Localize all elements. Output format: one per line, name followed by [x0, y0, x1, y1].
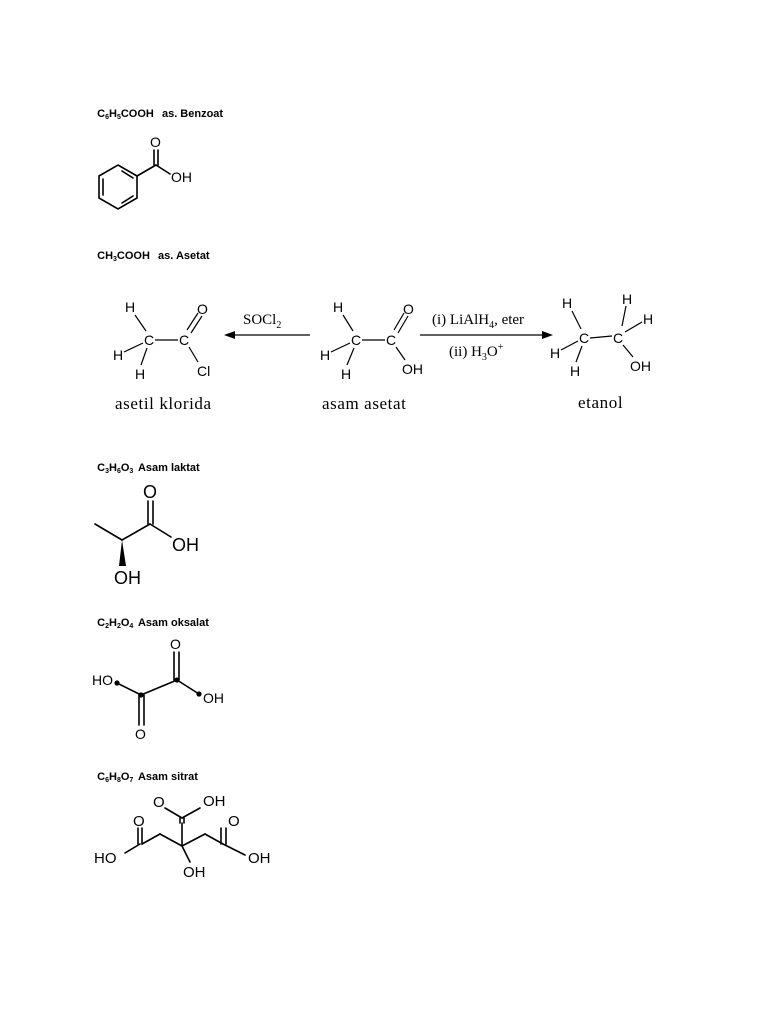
- formula-subscript: 5: [116, 114, 121, 121]
- acetyl-chloride-label: asetil klorida: [115, 394, 212, 413]
- formula-text: H: [108, 617, 117, 629]
- hydroxyl-label: OH: [402, 361, 423, 377]
- carbon-label: C: [351, 332, 361, 348]
- compound-name: as. Benzoat: [155, 108, 224, 120]
- carbon-label: C: [579, 330, 589, 346]
- hydrogen-label: H: [550, 345, 560, 361]
- formula-subscript: 2: [116, 623, 121, 630]
- formula-text: COOH: [120, 108, 154, 120]
- reduction-reagent-step-2: (ii) H3O+: [449, 342, 504, 363]
- formula-subscript: 6: [105, 777, 109, 784]
- formula: C6H5COOH: [97, 108, 154, 121]
- formula-text: H: [108, 771, 117, 783]
- ethanol-label: etanol: [578, 393, 623, 412]
- carbon-label: C: [179, 332, 189, 348]
- formula-text: COOH: [116, 250, 150, 262]
- ethanol-structure: H H H H H C C OH: [550, 291, 653, 379]
- hydrogen-label: H: [113, 347, 123, 363]
- formula-text: O: [120, 617, 130, 629]
- chlorine-label: Cl: [197, 363, 210, 379]
- hydroxyl-label: HO: [94, 850, 117, 867]
- formula-text: CH: [97, 250, 114, 262]
- citric-acid-heading: C6H8O7 Asam sitrat: [91, 759, 198, 784]
- compound-name: Asam oksalat: [135, 617, 209, 629]
- acetyl-chloride-structure: H H H C C O Cl: [113, 299, 210, 382]
- hydroxyl-label: OH: [172, 535, 199, 555]
- formula-text: C: [97, 108, 106, 120]
- hydroxyl-label: OH: [183, 864, 206, 881]
- hydrogen-label: H: [643, 311, 653, 327]
- hydrogen-label: H: [622, 291, 632, 307]
- formula: C2H2O4: [97, 617, 134, 630]
- ring-carbon-bond: [136, 164, 157, 177]
- formula-text: H: [108, 108, 117, 120]
- carbon-label: C: [144, 332, 154, 348]
- formula-subscript: 6: [116, 468, 121, 475]
- formula-subscript: 3: [129, 468, 134, 475]
- formula: C6H8O7: [97, 771, 134, 784]
- formula-subscript: 6: [105, 114, 109, 121]
- hydroxyl-label: OH: [248, 850, 271, 867]
- oxygen-label: O: [143, 482, 157, 502]
- benzoic-acid-heading: C6H5COOH as. Benzoat: [91, 96, 223, 121]
- acetic-acid-heading: CH3COOH as. Asetat: [91, 238, 210, 263]
- hydrogen-label: H: [341, 366, 351, 382]
- formula-text: C: [97, 462, 106, 474]
- formula-subscript: 2: [105, 623, 109, 630]
- hydrogen-label: H: [570, 363, 580, 379]
- carbon-label: C: [613, 330, 623, 346]
- oxygen-label: O: [197, 301, 208, 317]
- oxygen-label: O: [170, 636, 181, 652]
- hydrogen-label: H: [562, 295, 572, 311]
- hydroxyl-label: OH: [171, 169, 192, 185]
- formula-text: H: [108, 462, 117, 474]
- formula: C3H6O3: [97, 462, 134, 475]
- formula-text: C: [97, 617, 106, 629]
- hydrogen-label: H: [135, 366, 145, 382]
- formula-subscript: 7: [129, 777, 134, 784]
- formula-text: C: [97, 771, 106, 783]
- stereo-wedge-bond: [119, 540, 126, 566]
- lactic-acid-heading: C3H6O3 Asam laktat: [91, 450, 200, 475]
- hydroxyl-label: OH: [203, 690, 224, 706]
- oxygen-label: O: [133, 813, 145, 830]
- formula: CH3COOH: [97, 250, 150, 263]
- compound-name: as. Asetat: [151, 250, 210, 262]
- oxygen-label: O: [153, 794, 165, 811]
- oxalic-acid-heading: C2H2O4 Asam oksalat: [91, 605, 209, 630]
- carbon-label: C: [386, 332, 396, 348]
- compound-name: Asam sitrat: [135, 771, 198, 783]
- formula-subscript: 8: [116, 777, 121, 784]
- acetic-acid-label: asam asetat: [322, 394, 406, 413]
- hydroxyl-label: OH: [114, 568, 141, 588]
- formula-text: O: [120, 771, 130, 783]
- reduction-reagent-step-1: (i) LiAlH4, eter: [432, 312, 524, 331]
- hydrogen-label: H: [333, 299, 343, 315]
- oxygen-label: O: [403, 301, 414, 317]
- formula-subscript: 3: [113, 256, 117, 263]
- formula-text: O: [120, 462, 130, 474]
- oxygen-label: O: [135, 726, 146, 742]
- oxygen-label: O: [228, 813, 240, 830]
- arrowhead: [224, 331, 235, 339]
- oxygen-label: O: [150, 134, 161, 150]
- hydroxyl-label: OH: [203, 793, 226, 810]
- hydroxyl-bond: [155, 164, 171, 175]
- hydroxyl-label: HO: [92, 672, 113, 688]
- formula-subscript: 3: [105, 468, 109, 475]
- hydrogen-label: H: [125, 299, 135, 315]
- arrowhead: [542, 331, 553, 339]
- hydrogen-label: H: [320, 347, 330, 363]
- formula-subscript: 4: [129, 623, 134, 630]
- hydroxyl-label: OH: [630, 358, 651, 374]
- acetic-acid-structure: H H H C C O OH: [320, 299, 423, 382]
- thionyl-chloride-reagent: SOCl2: [243, 312, 281, 331]
- compound-name: Asam laktat: [135, 462, 200, 474]
